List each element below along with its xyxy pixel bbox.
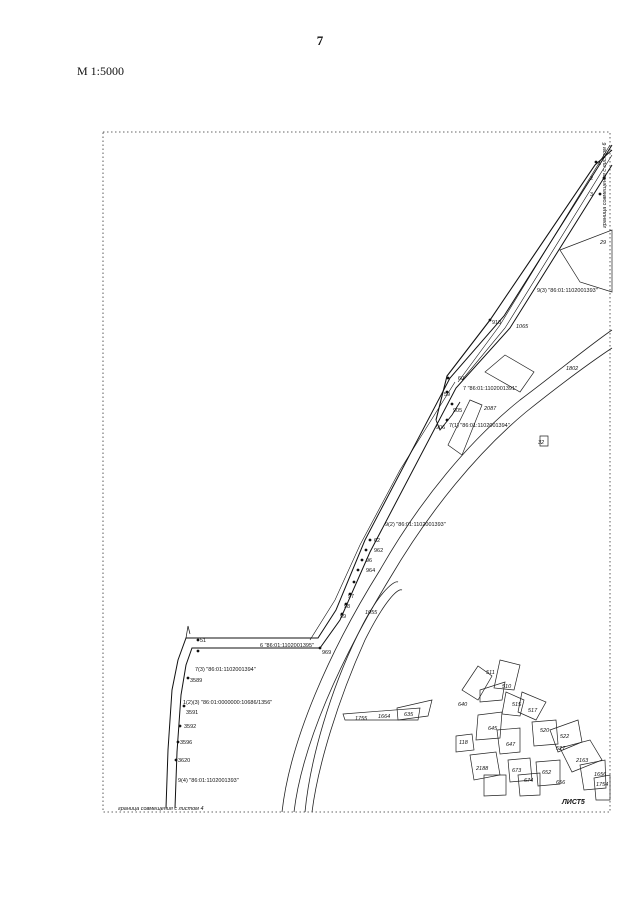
point-label: 3591 (186, 710, 198, 716)
parcel-label: 9(4) "86:01:1102001393" (178, 778, 239, 784)
parcel-label: 6 "86:01:1102001395" (260, 643, 314, 649)
road-lines (281, 329, 613, 813)
point-label: 62 (374, 538, 380, 544)
point-label: 3 (590, 192, 593, 198)
right-boundary-note: граница совмещения с листом 6 (602, 142, 608, 228)
point-label: 910 (492, 320, 501, 326)
point-label: 98 (344, 604, 350, 610)
point-label: 3596 (180, 740, 192, 746)
point-label: 99 (340, 614, 346, 620)
svg-text:674: 674 (524, 778, 533, 784)
svg-text:527: 527 (556, 746, 566, 752)
svg-text:1802: 1802 (566, 366, 578, 372)
svg-text:1664: 1664 (378, 714, 390, 720)
point-label: 96 (366, 558, 372, 564)
point-label: 60 (458, 376, 464, 382)
page-number: 7 (316, 33, 324, 48)
sheet-label: ЛИСТ5 (561, 799, 585, 806)
map-scale: М 1:5000 (77, 64, 125, 78)
svg-text:32: 32 (538, 440, 544, 446)
svg-text:522: 522 (560, 734, 569, 740)
parcel-label: 9(2) "86:01:1102001393" (385, 522, 446, 528)
bottom-boundary-note: граница совмещения с листом 4 (118, 806, 204, 812)
svg-text:520: 520 (540, 728, 550, 734)
point-label: 97 (348, 594, 354, 600)
parcel-label: 9(3) "86:01:1102001393" (537, 288, 598, 294)
svg-text:29: 29 (599, 240, 606, 246)
svg-text:511: 511 (486, 670, 495, 676)
parcel-label: 7(1) "86:01:1102001394" (449, 423, 510, 429)
svg-text:517: 517 (528, 708, 538, 714)
corridor-lines (165, 144, 613, 809)
svg-text:515: 515 (512, 702, 522, 708)
svg-text:2163: 2163 (575, 758, 589, 764)
svg-text:510: 510 (502, 684, 512, 690)
svg-text:673: 673 (512, 768, 522, 774)
svg-text:2087: 2087 (483, 406, 497, 412)
point-label: 906 (436, 425, 445, 431)
parcel-label: 1(2)(3) "86:01:0000000:10686/1356" (183, 700, 272, 706)
point-label: 3592 (184, 724, 196, 730)
point-label: 59 (444, 392, 450, 398)
svg-text:1065: 1065 (516, 324, 529, 330)
parcel-label: 7(3) "86:01:1102001394" (195, 667, 256, 673)
svg-text:1656: 1656 (594, 772, 607, 778)
point-label: 969 (322, 650, 331, 656)
map-frame (102, 131, 611, 813)
building-outlines (342, 229, 613, 801)
area-labels: 1065 2087 1802 1055 511 510 515 517 645 … (355, 240, 608, 788)
svg-text:1755: 1755 (355, 716, 368, 722)
svg-text:635: 635 (404, 712, 414, 718)
point-label: 962 (374, 548, 383, 554)
point-label: 1 (598, 161, 601, 167)
parcel-label: 7 "86:01:1102001391" (463, 386, 517, 392)
svg-text:118: 118 (459, 740, 469, 746)
survey-point-markers (174, 160, 606, 762)
point-label: 3620 (178, 758, 190, 764)
point-label: 51 (200, 638, 206, 644)
svg-text:647: 647 (506, 742, 516, 748)
svg-text:645: 645 (488, 726, 498, 732)
point-label: 905 (453, 408, 462, 414)
point-label: 964 (366, 568, 375, 574)
svg-text:2188: 2188 (475, 766, 489, 772)
point-label: 2 (590, 176, 593, 182)
point-labels: 910 60 59 905 906 62 962 96 964 97 98 99… (178, 161, 601, 764)
svg-text:652: 652 (542, 770, 551, 776)
svg-text:1055: 1055 (365, 610, 378, 616)
svg-text:640: 640 (458, 702, 468, 708)
svg-text:1754: 1754 (596, 782, 608, 788)
point-label: 3589 (190, 678, 202, 684)
svg-text:656: 656 (556, 780, 566, 786)
